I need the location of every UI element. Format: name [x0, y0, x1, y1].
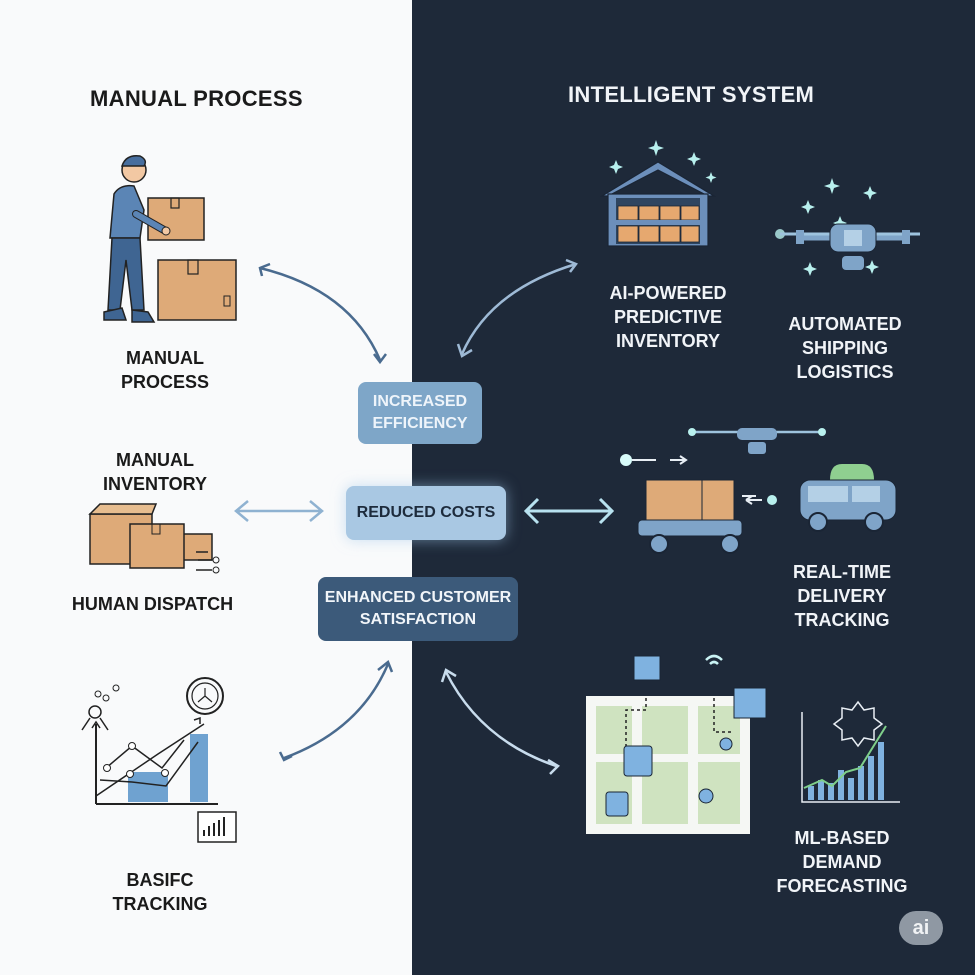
manual-process-label: MANUAL PROCESS: [120, 348, 210, 392]
benefit-customer-satisfaction: ENHANCED CUSTOMER SATISFACTION: [318, 577, 518, 641]
benefit-increased-efficiency: INCREASED EFFICIENCY: [358, 382, 482, 444]
real-time-tracking-label: REAL-TIME DELIVERY TRACKING: [793, 562, 891, 630]
benefit-reduced-costs: REDUCED COSTS: [346, 486, 506, 540]
delivery-vehicles-icon: [620, 428, 897, 554]
ml-forecasting-label: ML-BASED DEMAND FORECASTING: [776, 828, 908, 896]
manual-inventory-label: MANUAL INVENTORY: [102, 450, 208, 494]
route-map-icon: [586, 654, 767, 834]
basic-tracking-label: BASIFC TRACKING: [112, 870, 208, 914]
ai-watermark-badge: ai: [899, 911, 943, 945]
human-dispatch-label: HUMAN DISPATCH: [71, 594, 234, 614]
manual-process-heading: MANUAL PROCESS: [90, 86, 303, 111]
ai-predictive-inventory-label: AI-POWERED PREDICTIVE INVENTORY: [609, 283, 727, 351]
dispatch-lines-icon: [196, 551, 220, 574]
intelligent-system-heading: INTELLIGENT SYSTEM: [568, 82, 815, 107]
worker-lifting-boxes-icon: [103, 154, 237, 323]
automated-shipping-label: AUTOMATED SHIPPING LOGISTICS: [788, 314, 902, 382]
basic-chart-icon: [81, 677, 237, 843]
drone-icon: [775, 178, 920, 276]
cardboard-boxes-icon: [88, 503, 213, 569]
forecast-chart-icon: [801, 700, 900, 803]
smart-warehouse-icon: [599, 140, 717, 247]
